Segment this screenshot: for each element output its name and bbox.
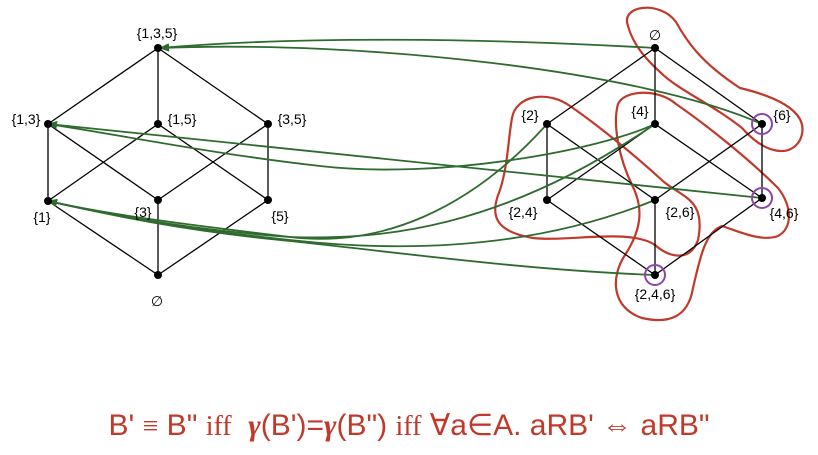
label-left-35: {3,5} (278, 111, 307, 127)
label-right-246: {2,4,6} (635, 286, 676, 302)
label-left-15: {1,5} (168, 111, 197, 127)
node-L3 (154, 196, 162, 204)
highlight-circle-R246 (644, 264, 666, 286)
node-R26 (651, 196, 659, 204)
edge-L35-L3 (157, 123, 269, 201)
edge-L5-Le (157, 199, 269, 276)
arrow-empty-to-135 (159, 38, 656, 52)
edge-R6-R26 (654, 123, 763, 201)
label-left-empty: ∅ (151, 293, 163, 309)
label-left-13: {1,3} (12, 111, 41, 127)
node-Re (651, 44, 659, 52)
node-R24 (543, 196, 551, 204)
edge-R46-R246 (654, 197, 763, 276)
label-right-46: {4,6} (770, 205, 799, 221)
left-lattice-edges (47, 47, 269, 276)
formula-part-gamma-b2: (B") (336, 409, 396, 442)
highlight-circles (644, 113, 773, 286)
formula-part-forall: ∀a∈A. aRB' ⇔ aRB" (421, 409, 710, 442)
node-L15 (154, 120, 162, 128)
edge-Re-R2 (546, 47, 656, 125)
lattice-nodes (44, 44, 766, 279)
label-right-empty: ∅ (649, 27, 661, 43)
edge-L15-L1 (47, 123, 159, 202)
label-left-5: {5} (271, 208, 288, 224)
highlight-circle-R6 (751, 113, 773, 135)
node-L35 (264, 120, 272, 128)
label-right-26: {2,6} (666, 204, 695, 220)
label-right-4: {4} (631, 103, 648, 119)
lattice-labels: {1,3,5} {1,3} {1,5} {3,5} {1} {3} {5} ∅ … (12, 25, 799, 309)
label-left-135: {1,3,5} (137, 25, 178, 41)
formula-part-b2: B" (158, 409, 206, 442)
label-left-3: {3} (134, 204, 151, 220)
label-right-6: {6} (773, 107, 790, 123)
region-empty-6 (625, 6, 804, 153)
node-L1 (44, 197, 52, 205)
edge-Re-R6 (654, 47, 763, 125)
equivalence-formula: B' ≡ B" iff γ(B')=γ(B") iff ∀a∈A. aRB' ⇔… (0, 408, 818, 445)
node-R2 (543, 120, 551, 128)
formula-part-b1: B' (108, 409, 143, 442)
highlight-circle-R46 (751, 187, 773, 209)
edge-L1-Le (47, 200, 159, 276)
formula-iff-1: iff (205, 411, 232, 442)
arrow-6-to-135 (159, 43, 763, 125)
formula-gamma-2: γ (324, 409, 337, 442)
node-R46 (758, 194, 766, 202)
arrow-2-to-1 (47, 123, 548, 240)
node-L5 (264, 196, 272, 204)
node-L13 (44, 120, 52, 128)
node-R4 (651, 120, 659, 128)
label-right-2: {2} (521, 107, 538, 123)
node-R246 (651, 271, 659, 279)
lattice-diagram: {1,3,5} {1,3} {1,5} {3,5} {1} {3} {5} ∅ … (12, 6, 804, 322)
region-4-26-46-246 (614, 91, 790, 322)
mapping-arrows (47, 38, 763, 276)
label-left-1: {1} (33, 209, 50, 225)
formula-equiv-symbol: ≡ (142, 411, 159, 442)
edge-L135-L35 (157, 47, 269, 125)
node-Le (154, 271, 162, 279)
formula-iff-2: iff (395, 411, 422, 442)
edge-L135-L13 (47, 47, 159, 125)
formula-gamma-1: γ (248, 409, 261, 442)
edge-R24-R246 (546, 199, 656, 276)
arrow-4-to-13 (47, 121, 656, 171)
equivalence-regions (494, 6, 804, 322)
node-L135 (154, 44, 162, 52)
label-right-24: {2,4} (509, 204, 538, 220)
arrow-246-to-1 (47, 199, 656, 276)
right-lattice-edges (546, 47, 763, 276)
arrow-46-to-13 (47, 120, 763, 199)
formula-part-gamma-b1: (B')= (260, 409, 325, 442)
edge-R4-R46 (654, 123, 763, 199)
node-R6 (758, 120, 766, 128)
